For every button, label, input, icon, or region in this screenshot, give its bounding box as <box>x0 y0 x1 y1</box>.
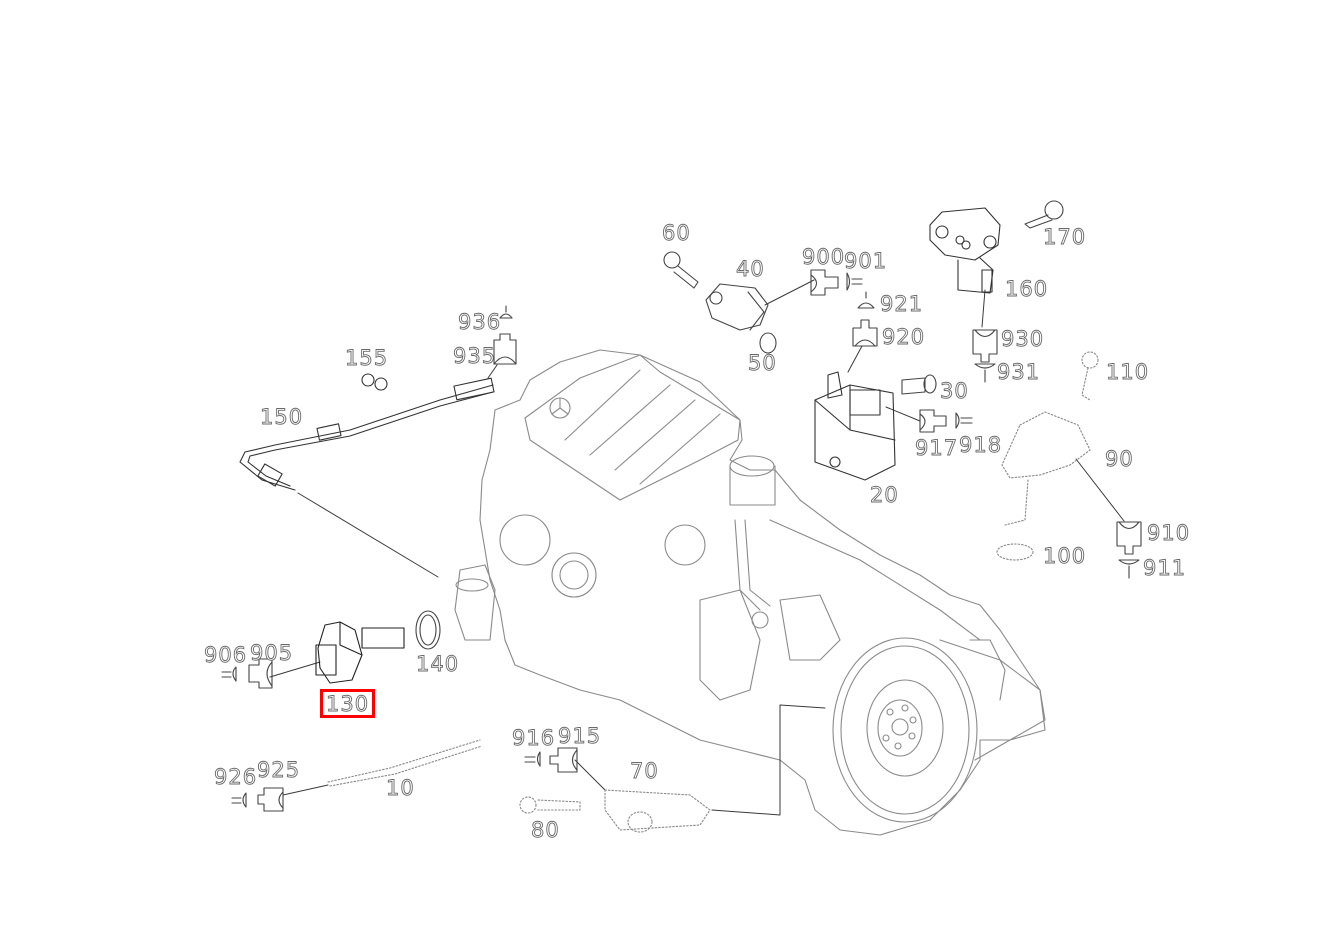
sensor-part-130 <box>315 621 405 684</box>
callout-916[interactable]: 916 <box>512 726 556 750</box>
engine-block-drawing <box>454 349 1046 836</box>
dashed-part-10 <box>327 739 483 787</box>
callout-931[interactable]: 931 <box>997 360 1041 384</box>
control-unit-part-20 <box>814 371 896 481</box>
callout-935[interactable]: 935 <box>453 344 497 368</box>
callout-900[interactable]: 900 <box>802 245 846 269</box>
dashed-part-70 <box>604 789 711 833</box>
connector-part-905 <box>221 658 273 689</box>
callout-918[interactable]: 918 <box>959 433 1003 457</box>
leader-lines <box>269 279 1125 816</box>
connector-part-935 <box>493 305 517 365</box>
connector-part-925 <box>231 787 284 812</box>
dashed-part-90 <box>1001 411 1091 526</box>
callout-50[interactable]: 50 <box>748 351 777 375</box>
connector-part-920 <box>852 291 878 347</box>
bolt-part-60 <box>663 251 699 289</box>
callout-926[interactable]: 926 <box>214 765 258 789</box>
callout-170[interactable]: 170 <box>1043 225 1087 249</box>
connector-part-900 <box>810 269 863 296</box>
o-ring-part-50 <box>759 332 777 354</box>
callout-915[interactable]: 915 <box>558 724 602 748</box>
callout-70[interactable]: 70 <box>630 759 659 783</box>
callout-936[interactable]: 936 <box>458 310 502 334</box>
connector-part-917 <box>919 409 973 433</box>
sensor-cable-part-150 <box>239 377 495 491</box>
callout-100[interactable]: 100 <box>1043 544 1087 568</box>
connector-part-915 <box>524 747 578 773</box>
screw-part-170 <box>1024 200 1064 229</box>
callout-130[interactable]: 130 <box>320 689 376 718</box>
callout-110[interactable]: 110 <box>1106 360 1150 384</box>
callout-60[interactable]: 60 <box>662 221 691 245</box>
callout-921[interactable]: 921 <box>880 292 924 316</box>
callout-930[interactable]: 930 <box>1001 327 1045 351</box>
callout-910[interactable]: 910 <box>1147 521 1191 545</box>
callout-905[interactable]: 905 <box>250 641 294 665</box>
callout-140[interactable]: 140 <box>416 652 460 676</box>
dashed-ring-part-100 <box>996 543 1034 561</box>
callout-917[interactable]: 917 <box>915 436 959 460</box>
callout-906[interactable]: 906 <box>204 643 248 667</box>
callout-155[interactable]: 155 <box>345 346 389 370</box>
dashed-part-110 <box>1081 351 1099 401</box>
callout-90[interactable]: 90 <box>1105 447 1134 471</box>
callout-20[interactable]: 20 <box>870 483 899 507</box>
callout-30[interactable]: 30 <box>940 379 969 403</box>
callout-10[interactable]: 10 <box>386 776 415 800</box>
callout-901[interactable]: 901 <box>844 249 888 273</box>
callout-40[interactable]: 40 <box>736 257 765 281</box>
clip-part-155 <box>361 373 388 391</box>
callout-920[interactable]: 920 <box>882 325 926 349</box>
callout-150[interactable]: 150 <box>260 405 304 429</box>
connector-part-910 <box>1116 521 1142 579</box>
o-ring-part-140 <box>415 610 441 650</box>
callout-80[interactable]: 80 <box>531 818 560 842</box>
callout-911[interactable]: 911 <box>1143 556 1187 580</box>
dashed-part-80 <box>519 796 581 814</box>
callout-925[interactable]: 925 <box>257 758 301 782</box>
connector-part-930 <box>972 329 998 383</box>
sensor-part-40 <box>705 283 769 331</box>
callout-160[interactable]: 160 <box>1005 277 1049 301</box>
sensor-part-160 <box>929 207 1001 294</box>
bolt-part-30 <box>901 374 937 395</box>
